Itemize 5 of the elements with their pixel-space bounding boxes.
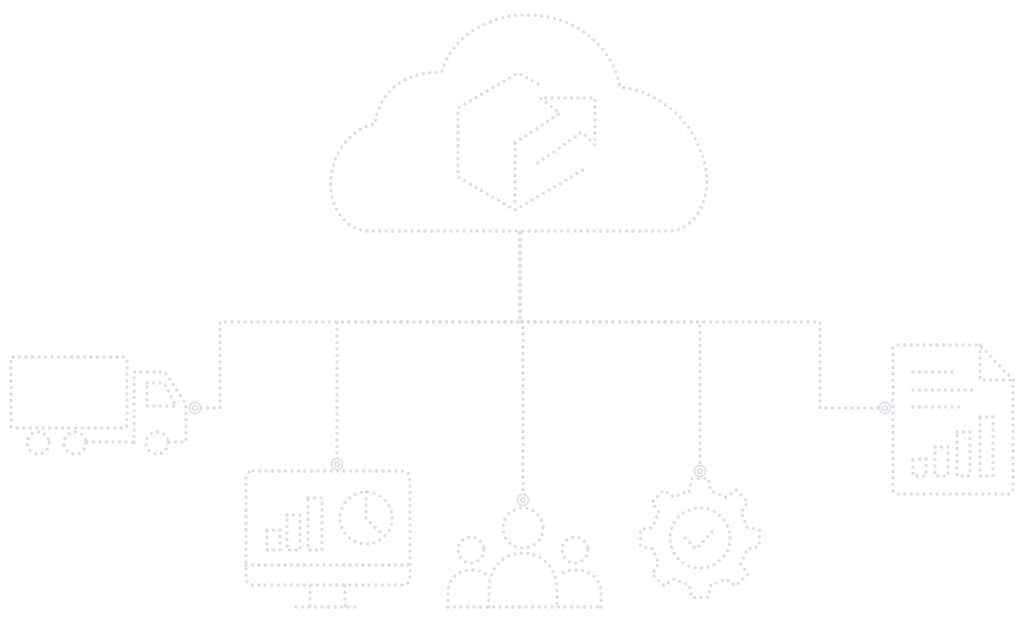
monitor-chart-icon <box>244 469 412 609</box>
people-icon <box>445 506 604 609</box>
document-chart-icon <box>891 343 1015 496</box>
gear-check-icon <box>638 476 762 600</box>
truck-icon <box>8 355 189 457</box>
